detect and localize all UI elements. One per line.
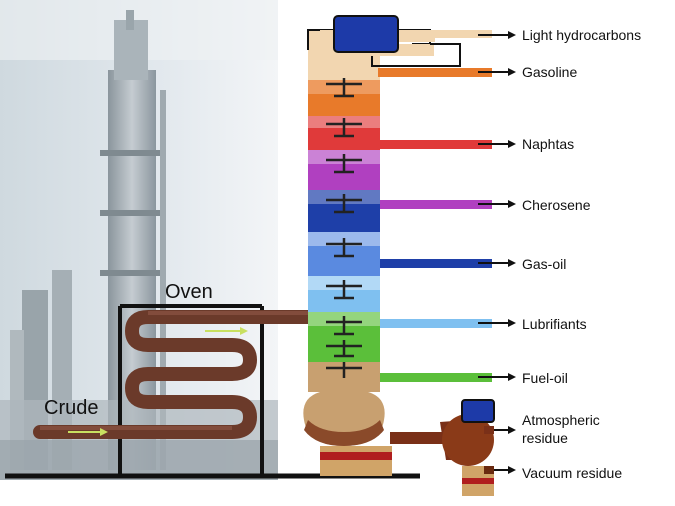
distillation-column (303, 30, 392, 476)
flow-arrow-crude (68, 428, 108, 436)
output-arrows (478, 31, 516, 474)
product-label-cherosene: Cherosene (522, 197, 591, 213)
vacuum-column (390, 399, 495, 496)
oven-label: Oven (165, 281, 213, 303)
oven-frame (118, 304, 264, 476)
product-label-naphtas: Naphtas (522, 136, 575, 152)
oven-coil-highlight (40, 311, 310, 430)
product-label-vacuum-residue: Vacuum residue (522, 465, 623, 481)
product-label-gasoline: Gasoline (522, 64, 578, 80)
background-photo (0, 0, 278, 480)
top-accumulator (333, 15, 399, 53)
product-lines (378, 31, 492, 382)
product-label-atmospheric-residue: Atmospheric residue (522, 412, 600, 446)
product-label-gas-oil: Gas-oil (522, 256, 567, 272)
oven-coil (33, 310, 317, 439)
crude-label: Crude (44, 397, 99, 419)
product-label-fuel-oil: Fuel-oil (522, 370, 568, 386)
flow-arrow-oven (205, 327, 248, 335)
product-label-light-hydrocarbons: Light hydrocarbons (522, 27, 642, 43)
product-label-lubrifiants: Lubrifiants (522, 316, 587, 332)
